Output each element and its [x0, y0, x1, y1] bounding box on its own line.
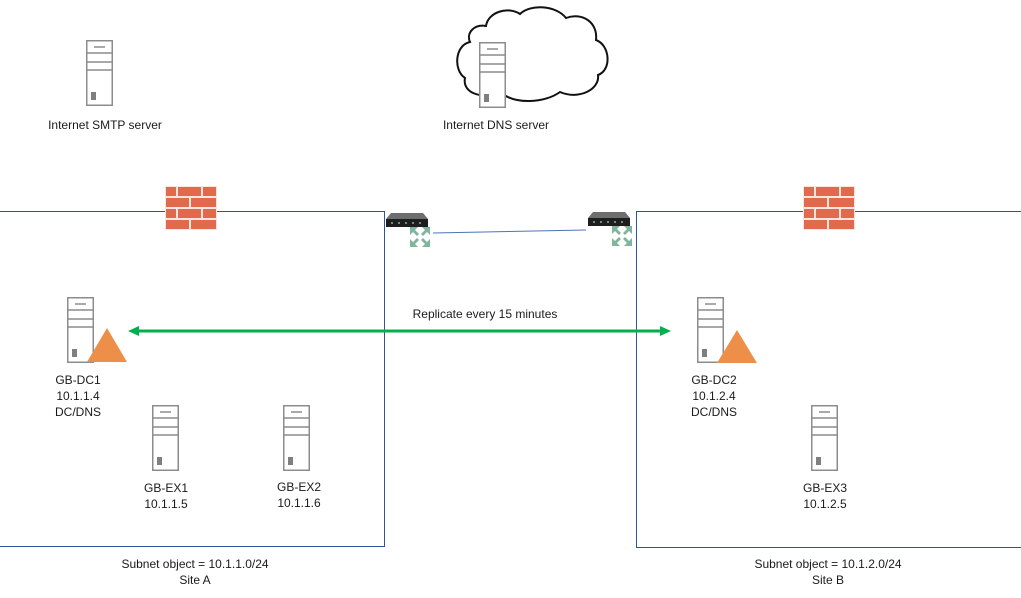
firewall-site-b-icon — [803, 186, 855, 230]
gb-ex2-ip: 10.1.1.6 — [277, 496, 321, 510]
gb-dc1-ip: 10.1.1.4 — [56, 389, 100, 403]
firewall-site-a-icon — [165, 186, 217, 230]
gb-ex1-ip: 10.1.1.5 — [144, 497, 188, 511]
gb-ex1-name: GB-EX1 — [143, 481, 188, 495]
gb-dc2-server-icon — [697, 297, 724, 363]
gb-dc1-dc-triangle-icon — [87, 328, 127, 362]
gb-ex3-server-icon — [811, 405, 838, 471]
gb-dc1-name: GB-DC1 — [55, 373, 101, 387]
wan-link — [432, 229, 587, 234]
replication-arrow — [128, 326, 671, 336]
gb-dc1-server-icon — [67, 297, 94, 363]
gb-dc1-role: DC/DNS — [54, 405, 101, 419]
smtp-server-label: Internet SMTP server — [48, 118, 162, 132]
gb-ex1-server-icon — [152, 405, 179, 471]
gb-ex2-name: GB-EX2 — [276, 480, 321, 494]
gb-ex3-ip: 10.1.2.5 — [803, 497, 847, 511]
smtp-server-icon — [86, 40, 113, 106]
dns-server-label: Internet DNS server — [442, 118, 550, 132]
replication-label: Replicate every 15 minutes — [412, 307, 558, 321]
gb-dc2-dc-triangle-icon — [717, 330, 757, 363]
gb-ex3-name: GB-EX3 — [802, 481, 847, 495]
gb-dc2-role: DC/DNS — [690, 405, 737, 419]
gb-dc2-ip: 10.1.2.4 — [692, 389, 736, 403]
gb-ex1-label: GB-EX1 10.1.1.5 — [131, 480, 201, 512]
router-site-a-icon — [386, 213, 430, 247]
gb-ex2-label: GB-EX2 10.1.1.6 — [264, 479, 334, 511]
site-a-name: Site A — [179, 573, 211, 587]
gb-ex2-server-icon — [283, 405, 310, 471]
gb-ex3-label: GB-EX3 10.1.2.5 — [790, 480, 860, 512]
router-site-b-icon — [588, 212, 632, 246]
site-b-caption: Subnet object = 10.1.2.0/24 Site B — [723, 556, 933, 588]
gb-dc1-label: GB-DC1 10.1.1.4 DC/DNS — [43, 372, 113, 420]
gb-dc2-label: GB-DC2 10.1.2.4 DC/DNS — [679, 372, 749, 420]
dns-server-icon — [479, 42, 506, 108]
site-b-subnet: Subnet object = 10.1.2.0/24 — [754, 557, 902, 571]
site-b-name: Site B — [811, 573, 844, 587]
gb-dc2-name: GB-DC2 — [691, 373, 737, 387]
site-a-subnet: Subnet object = 10.1.1.0/24 — [121, 557, 269, 571]
site-a-caption: Subnet object = 10.1.1.0/24 Site A — [90, 556, 300, 588]
